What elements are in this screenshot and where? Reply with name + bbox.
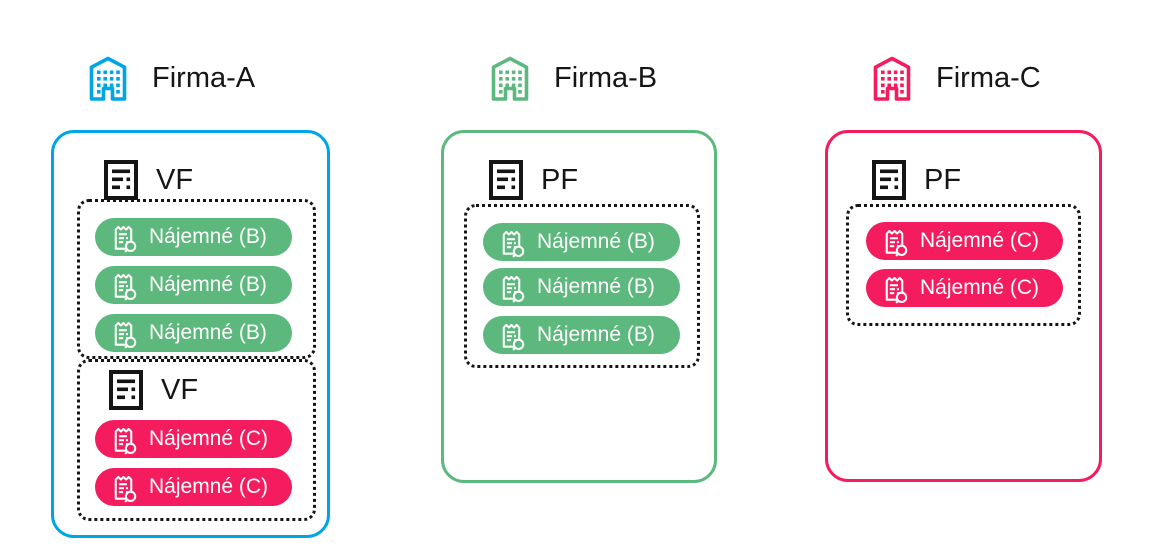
company-header: Firma-A (84, 54, 255, 102)
office-building-icon (486, 54, 534, 102)
company-name: Firma-B (554, 61, 658, 94)
company-card: VF Nájemné (B) Nájemné (B) Nájemné (B) (51, 130, 330, 538)
company-firma-b: Firma-B PF Nájemné (B) Nájemné (B) Nájem… (441, 0, 717, 556)
invoice-pill: Nájemné (B) (483, 223, 680, 261)
receipt-search-icon (108, 424, 139, 455)
invoice-document-icon (488, 159, 524, 201)
receipt-search-icon (108, 270, 139, 301)
invoice-pill-label: Nájemné (B) (537, 230, 655, 253)
invoice-type-label: PF (541, 163, 579, 196)
invoice-pill: Nájemné (B) (483, 268, 680, 306)
invoice-pill: Nájemné (B) (95, 218, 292, 256)
receipt-search-icon (496, 227, 527, 258)
invoice-pill: Nájemné (C) (95, 468, 292, 506)
invoice-document-icon (871, 159, 907, 201)
invoice-group-box: Nájemné (B) Nájemné (B) Nájemné (B) (464, 204, 700, 368)
receipt-search-icon (879, 273, 910, 304)
invoice-type-heading: PF (488, 159, 578, 201)
company-header: Firma-B (486, 54, 657, 102)
receipt-search-icon (108, 472, 139, 503)
receipt-search-icon (108, 222, 139, 253)
invoice-pill-label: Nájemné (B) (537, 275, 655, 298)
company-header: Firma-C (868, 54, 1041, 102)
invoice-pill-label: Nájemné (C) (920, 229, 1040, 252)
invoice-type-label: PF (924, 163, 962, 196)
office-building-icon (84, 54, 132, 102)
invoice-pill: Nájemné (B) (95, 266, 292, 304)
office-building-icon (868, 54, 916, 102)
invoice-pill: Nájemné (C) (95, 420, 292, 458)
company-firma-a: Firma-A VF Nájemné (B) Nájemné (B) Nájem… (51, 0, 330, 556)
invoice-pill-label: Nájemné (B) (537, 323, 655, 346)
company-firma-c: Firma-C PF Nájemné (C) Nájemné (C) (825, 0, 1102, 556)
invoice-type-label: VF (156, 163, 194, 196)
invoice-pill-label: Nájemné (B) (149, 225, 267, 248)
company-name: Firma-C (936, 61, 1041, 94)
receipt-search-icon (496, 320, 527, 351)
invoice-group-box: Nájemné (B) Nájemné (B) Nájemné (B) (77, 199, 316, 359)
invoice-pill-label: Nájemné (C) (920, 276, 1040, 299)
company-card: PF Nájemné (B) Nájemné (B) Nájemné (B) (441, 130, 717, 483)
invoice-type-label: VF (161, 373, 199, 406)
invoice-group-box: VF Nájemné (C) Nájemné (C) (77, 359, 316, 521)
invoice-pill-label: Nájemné (C) (149, 427, 269, 450)
invoice-type-heading: VF (103, 159, 193, 201)
invoice-pill-label: Nájemné (C) (149, 475, 269, 498)
invoice-pill: Nájemné (C) (866, 222, 1063, 260)
receipt-search-icon (108, 318, 139, 349)
invoice-pill-label: Nájemné (B) (149, 321, 267, 344)
invoice-pill-label: Nájemné (B) (149, 273, 267, 296)
receipt-search-icon (496, 272, 527, 303)
invoice-document-icon (108, 369, 144, 411)
invoice-document-icon (103, 159, 139, 201)
invoice-type-heading: VF (108, 369, 198, 411)
receipt-search-icon (879, 226, 910, 257)
invoice-pill: Nájemné (B) (483, 316, 680, 354)
invoice-group-box: Nájemné (C) Nájemné (C) (846, 204, 1081, 326)
company-name: Firma-A (152, 61, 256, 94)
invoice-pill: Nájemné (C) (866, 269, 1063, 307)
invoice-pill: Nájemné (B) (95, 314, 292, 352)
company-card: PF Nájemné (C) Nájemné (C) (825, 130, 1102, 482)
invoice-type-heading: PF (871, 159, 961, 201)
